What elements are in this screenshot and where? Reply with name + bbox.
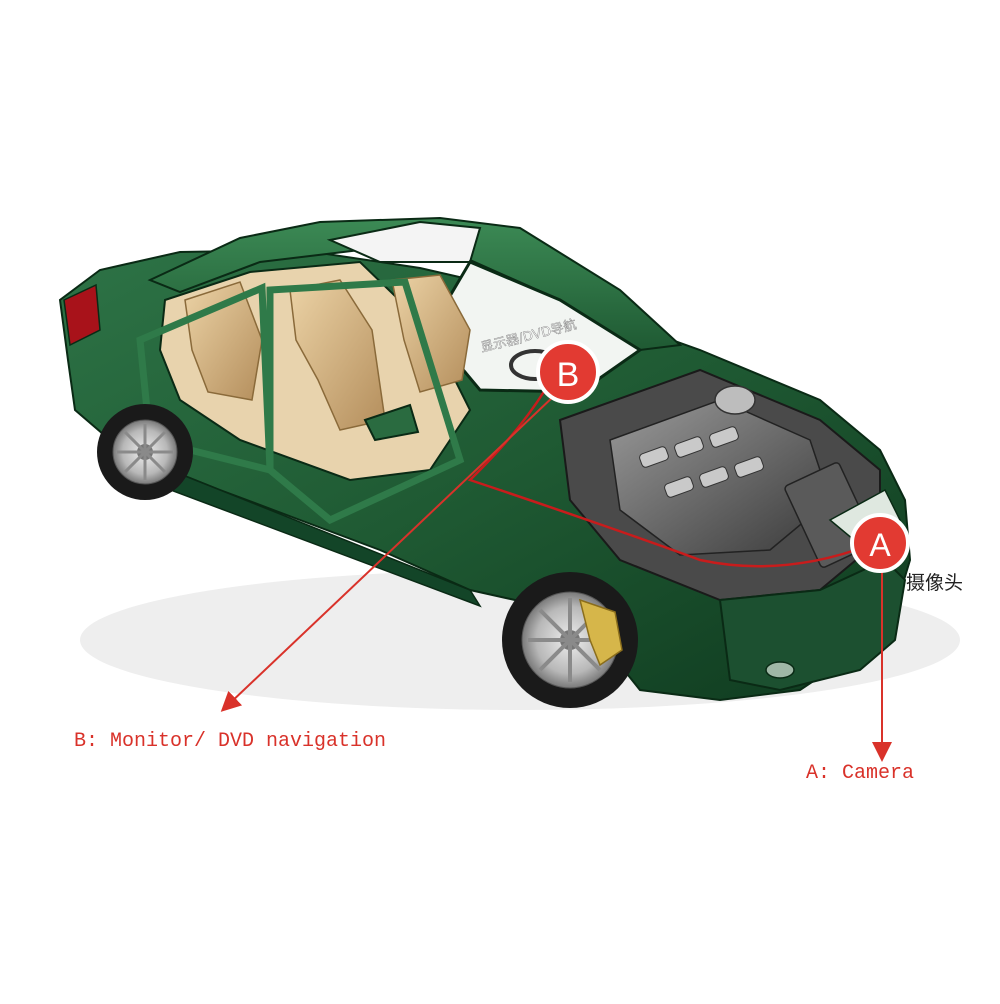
engine-cylinders <box>639 426 764 498</box>
marker-a: A <box>850 513 910 573</box>
label-camera-chinese: 摄像头 <box>906 572 964 594</box>
marker-b-letter: B <box>557 356 580 394</box>
pointer-b-line <box>220 394 556 712</box>
side-mirror <box>363 403 420 442</box>
fog-light <box>765 661 795 679</box>
marker-a-letter: A <box>869 527 891 563</box>
brake-caliper <box>578 598 623 667</box>
label-monitor-dvd-navigation: B: Monitor/ DVD navigation <box>74 730 387 753</box>
marker-b: B <box>536 340 600 404</box>
front-bumper <box>718 558 907 692</box>
tail-light <box>63 283 101 347</box>
front-wheel <box>502 572 638 708</box>
label-camera: A: Camera <box>806 762 915 785</box>
camera-wire <box>467 389 871 568</box>
rear-wheel <box>97 404 193 500</box>
engine-reservoir <box>714 385 756 415</box>
car-roof <box>147 216 683 352</box>
sunroof <box>326 220 482 263</box>
front-door-frame <box>266 278 465 525</box>
